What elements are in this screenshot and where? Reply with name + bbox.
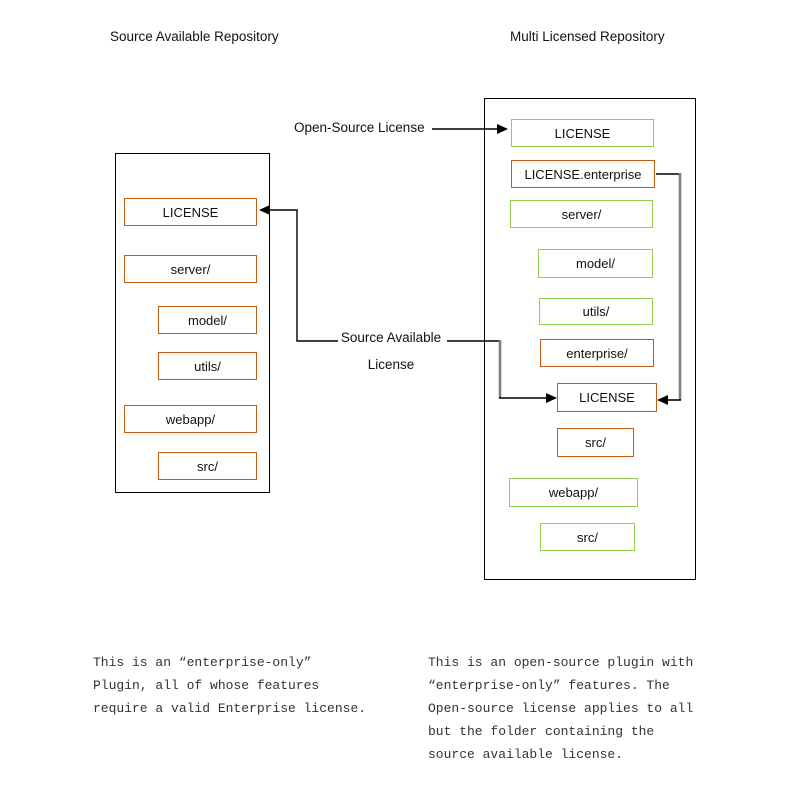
note-line: but the folder containing the	[428, 724, 655, 739]
multi-licensed-repo: LICENSE LICENSE.enterprise server/ model…	[484, 98, 696, 580]
file-box-model: model/	[538, 249, 653, 278]
file-box-src: src/	[158, 452, 257, 480]
file-box-model: model/	[158, 306, 257, 334]
file-box-server: server/	[510, 200, 653, 228]
source-available-repo: LICENSE server/ model/ utils/ webapp/ sr…	[115, 153, 270, 493]
note-line: source available license.	[428, 747, 624, 762]
file-box-license-opensource: LICENSE	[511, 119, 654, 147]
right-repo-note: This is an open-source plugin with “enter…	[428, 651, 693, 766]
note-line: require a valid Enterprise license.	[93, 701, 367, 716]
left-repo-title: Source Available Repository	[110, 29, 279, 44]
file-box-utils: utils/	[539, 298, 653, 325]
note-line: This is an “enterprise-only”	[93, 655, 312, 670]
note-line: This is an open-source plugin with	[428, 655, 694, 670]
file-box-utils: utils/	[158, 352, 257, 380]
right-repo-title: Multi Licensed Repository	[510, 29, 665, 44]
file-box-enterprise-folder: enterprise/	[540, 339, 654, 367]
source-available-license-label: Source Available License	[331, 330, 451, 372]
file-box-license-enterprise: LICENSE.enterprise	[511, 160, 655, 188]
file-box-src: src/	[540, 523, 635, 551]
source-available-label-line1: Source Available	[340, 330, 442, 345]
open-source-license-label: Open-Source License	[294, 120, 425, 135]
file-box-webapp: webapp/	[509, 478, 638, 507]
note-line: Open-source license applies to all	[428, 701, 694, 716]
file-box-license: LICENSE	[124, 198, 257, 226]
file-box-src-enterprise: src/	[557, 428, 634, 457]
left-repo-note: This is an “enterprise-only” Plugin, all …	[93, 651, 366, 720]
note-line: Plugin, all of whose features	[93, 678, 320, 693]
file-box-server: server/	[124, 255, 257, 283]
source-available-arrow-left	[259, 205, 338, 342]
file-box-webapp: webapp/	[124, 405, 257, 433]
file-box-license-sourceavailable: LICENSE	[557, 383, 657, 412]
note-line: “enterprise-only” features. The	[428, 678, 670, 693]
source-available-label-line2: License	[367, 357, 415, 372]
